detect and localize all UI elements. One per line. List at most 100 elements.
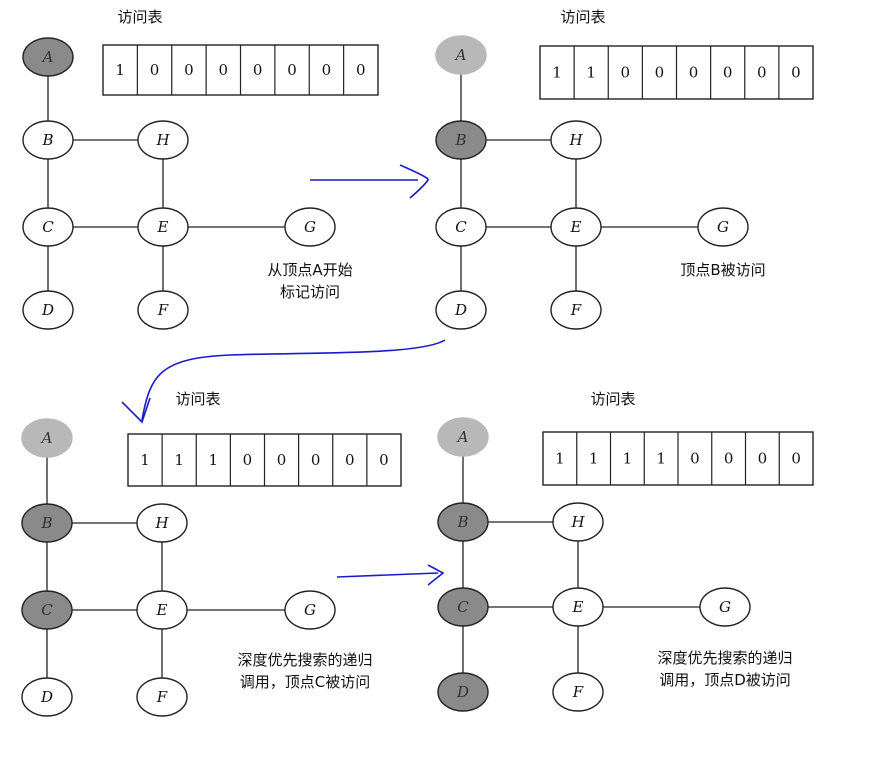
node-H: H	[137, 120, 189, 160]
node-A-label: A	[40, 429, 53, 447]
arrow-step2-to-step3	[141, 339, 446, 421]
node-G: G	[699, 587, 751, 627]
node-G: G	[697, 207, 749, 247]
node-H-label: H	[154, 514, 169, 532]
caption: 顶点B被访问	[680, 261, 765, 279]
node-C-circle	[435, 207, 487, 247]
node-C-circle	[437, 587, 489, 627]
node-E: E	[552, 587, 604, 627]
node-F-circle	[552, 672, 604, 712]
node-B: B	[435, 120, 487, 160]
node-B: B	[437, 502, 489, 542]
node-D-circle	[435, 290, 487, 330]
table-title: 访问表	[560, 8, 605, 26]
caption-line: 深度优先搜索的递归	[657, 649, 792, 667]
node-G-label: G	[717, 218, 729, 236]
node-B-circle	[22, 120, 74, 160]
node-H-circle	[136, 503, 188, 543]
caption-line: 调用，顶点C被访问	[240, 673, 370, 691]
table-title: 访问表	[175, 390, 220, 408]
visit-table-cell: 1	[174, 451, 184, 469]
caption-line: 顶点B被访问	[680, 261, 765, 279]
node-C-circle	[21, 590, 73, 630]
node-B-label: B	[456, 513, 468, 531]
node-A-circle	[437, 417, 489, 457]
node-E: E	[550, 207, 602, 247]
table-title: 访问表	[590, 390, 635, 408]
node-B: B	[22, 120, 74, 160]
visit-table-cell: 0	[379, 451, 389, 469]
node-G: G	[284, 207, 336, 247]
node-D: D	[437, 672, 489, 712]
node-G-circle	[284, 207, 336, 247]
node-C-label: C	[457, 598, 469, 616]
arrow-step1-to-step2-head	[399, 164, 429, 199]
node-A: A	[22, 37, 74, 77]
node-C: C	[435, 207, 487, 247]
visit-table-cell: 0	[184, 61, 194, 79]
graph-nodes: A B H C E G D F	[437, 417, 751, 712]
node-H-label: H	[570, 513, 585, 531]
node-A-circle	[435, 35, 487, 75]
node-B-circle	[435, 120, 487, 160]
node-H-circle	[552, 502, 604, 542]
node-A-label: A	[456, 428, 469, 446]
node-F: F	[137, 290, 189, 330]
visit-table-cell: 0	[277, 451, 287, 469]
node-E-circle	[137, 207, 189, 247]
node-D: D	[435, 290, 487, 330]
node-A-circle	[21, 418, 73, 458]
node-F-circle	[137, 290, 189, 330]
visit-table-cell: 0	[723, 64, 733, 82]
visit-table-cell: 1	[555, 450, 565, 468]
node-H: H	[550, 120, 602, 160]
visit-table-cell: 0	[689, 64, 699, 82]
visit-table-cell: 0	[757, 64, 767, 82]
visit-table-cell: 1	[589, 450, 599, 468]
node-F-label: F	[157, 301, 169, 319]
visit-table-cell: 0	[253, 61, 263, 79]
visit-table-cell: 1	[140, 451, 150, 469]
node-D-circle	[22, 290, 74, 330]
node-D-label: D	[41, 301, 54, 319]
node-B-circle	[437, 502, 489, 542]
node-B-label: B	[41, 131, 53, 149]
node-F: F	[550, 290, 602, 330]
table-title: 访问表	[117, 8, 162, 26]
node-C-label: C	[42, 218, 54, 236]
visit-table-cell: 0	[287, 61, 297, 79]
caption-line: 标记访问	[280, 283, 340, 301]
visit-table-cell: 1	[552, 64, 562, 82]
visit-table-cell: 1	[115, 61, 125, 79]
visit-table-cell: 0	[690, 450, 700, 468]
node-E-label: E	[570, 218, 582, 236]
node-B-label: B	[454, 131, 466, 149]
node-E: E	[136, 590, 188, 630]
node-C: C	[22, 207, 74, 247]
visit-table-cell: 0	[655, 64, 665, 82]
node-D: D	[21, 677, 73, 717]
visit-table-cell: 0	[150, 61, 160, 79]
node-A-label: A	[41, 48, 54, 66]
visit-table-cell: 0	[791, 64, 801, 82]
node-B: B	[21, 503, 73, 543]
visit-table-cell: 0	[219, 61, 229, 79]
visit-table-cell: 0	[758, 450, 768, 468]
caption-line: 从顶点A开始	[267, 261, 352, 279]
graph-nodes: A B H C E G D F	[22, 37, 336, 330]
node-E: E	[137, 207, 189, 247]
node-F-circle	[550, 290, 602, 330]
node-F-label: F	[572, 683, 584, 701]
node-D-circle	[21, 677, 73, 717]
caption-line: 深度优先搜索的递归	[237, 651, 372, 669]
node-H-circle	[550, 120, 602, 160]
visit-table-cell: 0	[311, 451, 321, 469]
